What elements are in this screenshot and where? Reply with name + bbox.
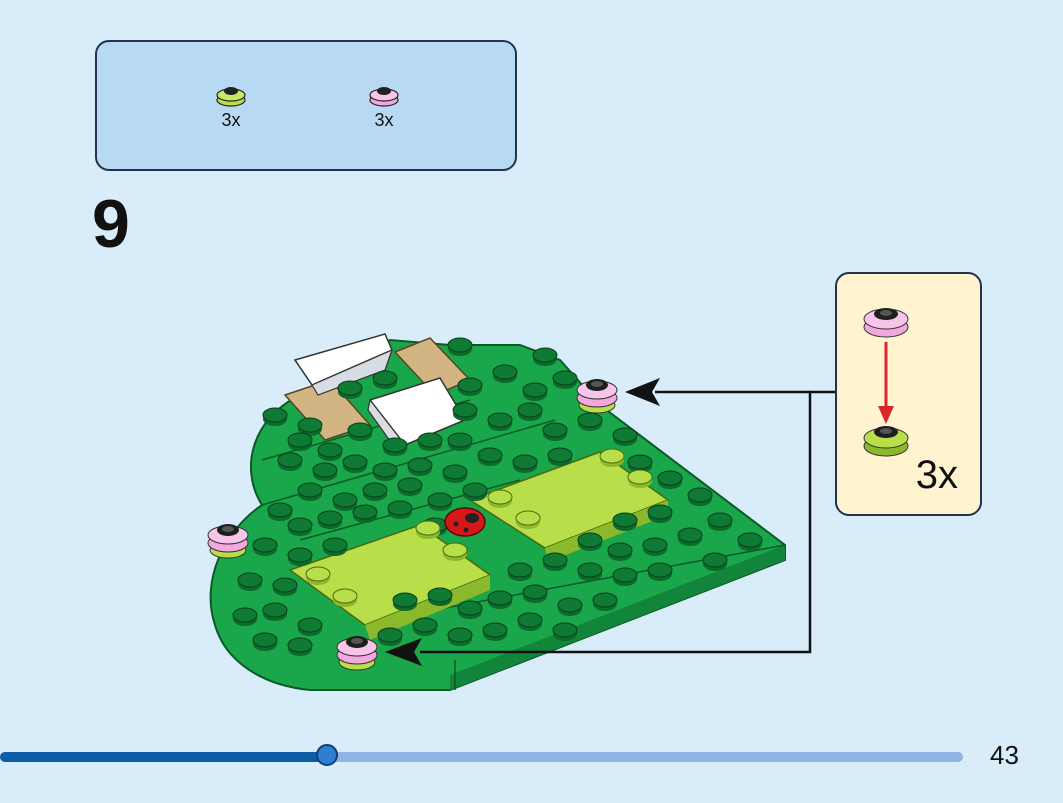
callout-quantity: 3x xyxy=(915,453,958,497)
pink-flower-placed xyxy=(336,635,378,671)
placement-arrows xyxy=(385,378,835,666)
progress-fill xyxy=(0,752,327,762)
step-number: 9 xyxy=(92,186,130,262)
pink-flower-plate-icon xyxy=(369,87,399,107)
progress-bar xyxy=(0,744,963,766)
arrow-head-icon xyxy=(385,638,422,666)
lime-flower-plate-icon xyxy=(216,87,246,107)
progress-knob xyxy=(316,744,338,766)
white-slope-shadow xyxy=(311,348,394,396)
base-plate-edge xyxy=(450,545,785,690)
parts-list-item: 3x xyxy=(354,82,414,131)
parts-list-item: 3x xyxy=(201,82,261,131)
ladybug xyxy=(444,507,486,537)
red-arrow-head-icon xyxy=(878,406,894,424)
part-quantity: 3x xyxy=(374,110,394,130)
arrow-head-icon xyxy=(625,378,660,406)
sub-assembly-callout: 3x xyxy=(835,272,982,516)
page-number: 43 xyxy=(990,740,1019,770)
lime-tile-edge xyxy=(545,500,668,562)
pink-on-lime-flower-assembly-icon xyxy=(863,308,909,457)
parts-list-box: 3x 3x xyxy=(95,40,517,171)
pink-flower-placed xyxy=(207,523,249,559)
pink-flower-placed xyxy=(576,378,618,414)
part-quantity: 3x xyxy=(221,110,241,130)
lime-tile-edge xyxy=(365,575,490,640)
